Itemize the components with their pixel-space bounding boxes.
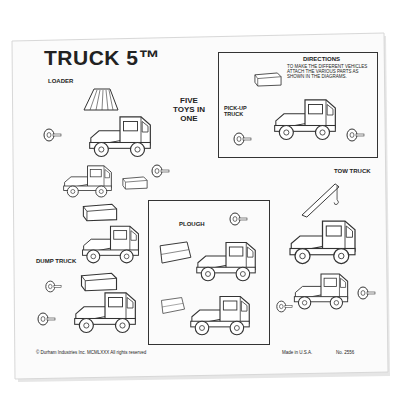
tow-truck-figure xyxy=(277,184,375,312)
loader-figure xyxy=(44,89,169,197)
section-panel: DIRECTIONSTO MAKE THE DIFFERENT VEHICLES… xyxy=(218,52,378,158)
panel-heading: DIRECTIONS xyxy=(303,56,340,63)
pickup-figure xyxy=(234,73,364,145)
paper-sheet xyxy=(12,33,388,379)
vehicle-label: DUMP TRUCK xyxy=(36,258,76,265)
vehicle-label: FIVE TOYS IN ONE xyxy=(172,96,206,124)
plough-figure xyxy=(160,213,255,335)
vehicle-label: TOW TRUCK xyxy=(334,168,371,175)
section-panel: PLOUGH xyxy=(148,200,270,345)
footer-note: Made in U.S.A. xyxy=(282,350,312,355)
panel-heading: PLOUGH xyxy=(179,221,205,228)
sheet-title: TRUCK 5™ xyxy=(44,46,160,70)
footer-note: No. 2556 xyxy=(336,350,354,355)
directions-text: TO MAKE THE DIFFERENT VEHICLES ATTACH TH… xyxy=(287,64,375,80)
footer-note: © Durham Industries Inc. MCMLXXX All rig… xyxy=(36,350,186,355)
panel-heading: PICK-UP TRUCK xyxy=(224,105,264,118)
vehicle-label: LOADER xyxy=(48,78,73,85)
dump-truck-figure xyxy=(38,204,138,332)
